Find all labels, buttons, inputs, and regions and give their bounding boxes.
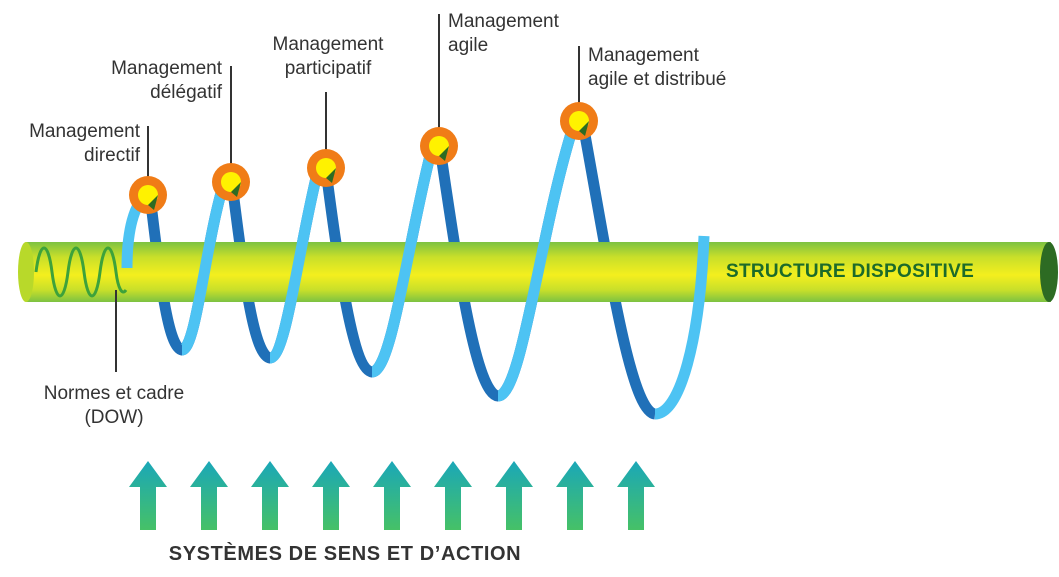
- structure-dispositive-label: STRUCTURE DISPOSITIVE: [726, 261, 975, 282]
- spiral-back-5: [577, 123, 658, 420]
- up-arrow-icon: [495, 461, 533, 530]
- arrows-row: [129, 461, 655, 530]
- spiral-front-end: [653, 235, 710, 420]
- marker-participatif: [307, 149, 345, 187]
- systemes-sens-action-label: SYSTÈMES DE SENS ET D’ACTION: [168, 543, 522, 565]
- up-arrow-icon: [312, 461, 350, 530]
- marker-delegatif: [212, 163, 250, 201]
- label-management-agile: Management agile: [448, 11, 559, 56]
- spiral-front-2: [267, 168, 324, 364]
- marker-directif: [129, 176, 167, 214]
- markers: [129, 102, 598, 214]
- spiral-front-1: [179, 181, 230, 356]
- label-management-directif: Management directif: [29, 121, 140, 166]
- tube-left-end: [18, 242, 34, 302]
- up-arrow-icon: [129, 461, 167, 530]
- dow-wave: [34, 246, 128, 298]
- spiral-front: [121, 122, 710, 420]
- marker-agile: [420, 127, 458, 165]
- up-arrow-icon: [556, 461, 594, 530]
- tube-right-end: [1040, 242, 1058, 302]
- spiral-front-3: [369, 146, 438, 378]
- up-arrow-icon: [434, 461, 472, 530]
- label-management-agile-distribue: Management agile et distribué: [588, 45, 727, 90]
- label-management-participatif: Management participatif: [272, 34, 384, 79]
- up-arrow-icon: [373, 461, 411, 530]
- leader-lines: [115, 14, 580, 372]
- label-management-delegatif: Management délégatif: [111, 58, 222, 103]
- spiral-front-4: [496, 122, 580, 402]
- up-arrow-icon: [190, 461, 228, 530]
- marker-agile-distribue: [560, 102, 598, 140]
- label-normes-cadre: Normes et cadre (DOW): [43, 383, 185, 428]
- up-arrow-icon: [617, 461, 655, 530]
- up-arrow-icon: [251, 461, 289, 530]
